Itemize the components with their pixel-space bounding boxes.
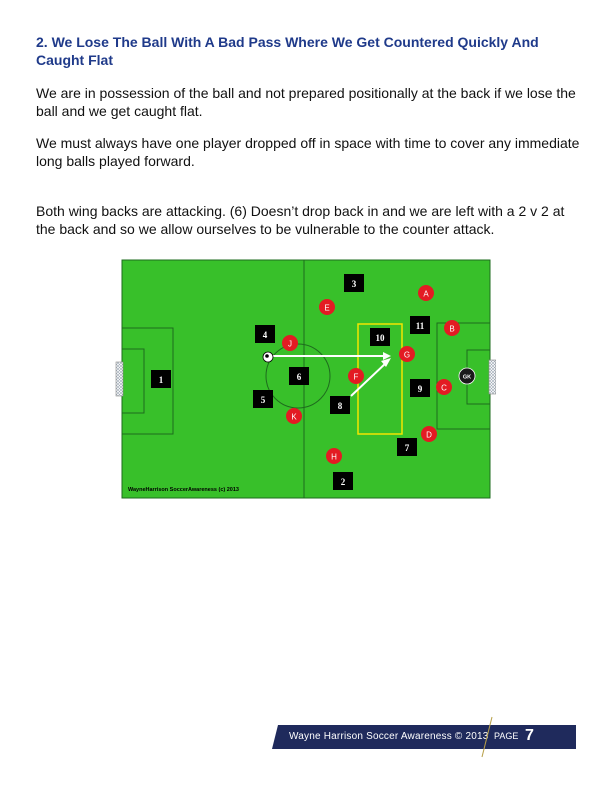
svg-text:A: A bbox=[423, 290, 429, 299]
svg-text:B: B bbox=[449, 325, 454, 334]
svg-text:1: 1 bbox=[159, 375, 164, 385]
svg-text:G: G bbox=[404, 351, 410, 360]
paragraph-wing-backs: Both wing backs are attacking. (6) Doesn… bbox=[36, 203, 565, 237]
diagram-credit: WayneHarrison SoccerAwareness (c) 2013 bbox=[128, 487, 239, 493]
pass-arrows bbox=[273, 352, 391, 397]
left-goal-net bbox=[115, 361, 124, 397]
opponent-player: C bbox=[436, 379, 452, 395]
team-player: 7 bbox=[397, 438, 417, 456]
team-player: 3 bbox=[344, 274, 364, 292]
center-circle bbox=[265, 343, 331, 409]
svg-text:4: 4 bbox=[263, 330, 268, 340]
svg-text:F: F bbox=[354, 373, 359, 382]
ball-icon bbox=[262, 351, 274, 363]
pitch-svg: 1 2 3 4 5 6 7 8 9 10 11 A B C D E F G H … bbox=[115, 259, 496, 499]
footer-divider bbox=[481, 716, 493, 758]
svg-text:J: J bbox=[288, 340, 292, 349]
opponent-player: E bbox=[319, 299, 335, 315]
svg-text:K: K bbox=[291, 413, 297, 422]
opponent-player: H bbox=[326, 448, 342, 464]
opponent-player: B bbox=[444, 320, 460, 336]
team-player: 5 bbox=[253, 390, 273, 408]
svg-text:9: 9 bbox=[418, 384, 423, 394]
footer-text: Wayne Harrison Soccer Awareness © 2013 bbox=[289, 731, 489, 742]
right-goal-net bbox=[488, 359, 496, 395]
opponent-player: A bbox=[418, 285, 434, 301]
footer-page-number: 7 bbox=[525, 727, 534, 744]
footer-page-label: PAGE bbox=[494, 731, 519, 741]
paragraph-possession: We are in possession of the ball and not… bbox=[36, 85, 576, 119]
opponent-player: K bbox=[286, 408, 302, 424]
svg-text:GK: GK bbox=[463, 375, 471, 381]
svg-text:8: 8 bbox=[338, 401, 343, 411]
team-player: 4 bbox=[255, 325, 275, 343]
svg-text:10: 10 bbox=[376, 333, 386, 343]
svg-text:6: 6 bbox=[297, 372, 302, 382]
team-player: 6 bbox=[289, 367, 309, 385]
team-player: 8 bbox=[330, 396, 350, 414]
team-player: 10 bbox=[370, 328, 390, 346]
footer-bar bbox=[272, 725, 576, 749]
svg-text:7: 7 bbox=[405, 443, 410, 453]
opponent-player: J bbox=[282, 335, 298, 351]
opponent-player: D bbox=[421, 426, 437, 442]
goalkeeper: GK bbox=[458, 367, 476, 385]
section-heading: 2. We Lose The Ball With A Bad Pass Wher… bbox=[36, 34, 539, 68]
tactics-diagram: 1 2 3 4 5 6 7 8 9 10 11 A B C D E F G H … bbox=[115, 258, 496, 500]
svg-text:5: 5 bbox=[261, 395, 266, 405]
paragraph-cover: We must always have one player dropped o… bbox=[36, 135, 580, 169]
svg-text:11: 11 bbox=[416, 321, 425, 331]
svg-text:C: C bbox=[441, 384, 447, 393]
team-player: 2 bbox=[333, 472, 353, 490]
team-player: 1 bbox=[151, 370, 171, 388]
svg-text:3: 3 bbox=[352, 279, 357, 289]
opponent-player: G bbox=[399, 346, 415, 362]
team-player: 9 bbox=[410, 379, 430, 397]
team-player: 11 bbox=[410, 316, 430, 334]
opponent-player: F bbox=[348, 368, 364, 384]
svg-text:2: 2 bbox=[341, 477, 346, 487]
svg-text:H: H bbox=[331, 453, 337, 462]
svg-text:E: E bbox=[324, 304, 329, 313]
svg-text:D: D bbox=[426, 431, 432, 440]
